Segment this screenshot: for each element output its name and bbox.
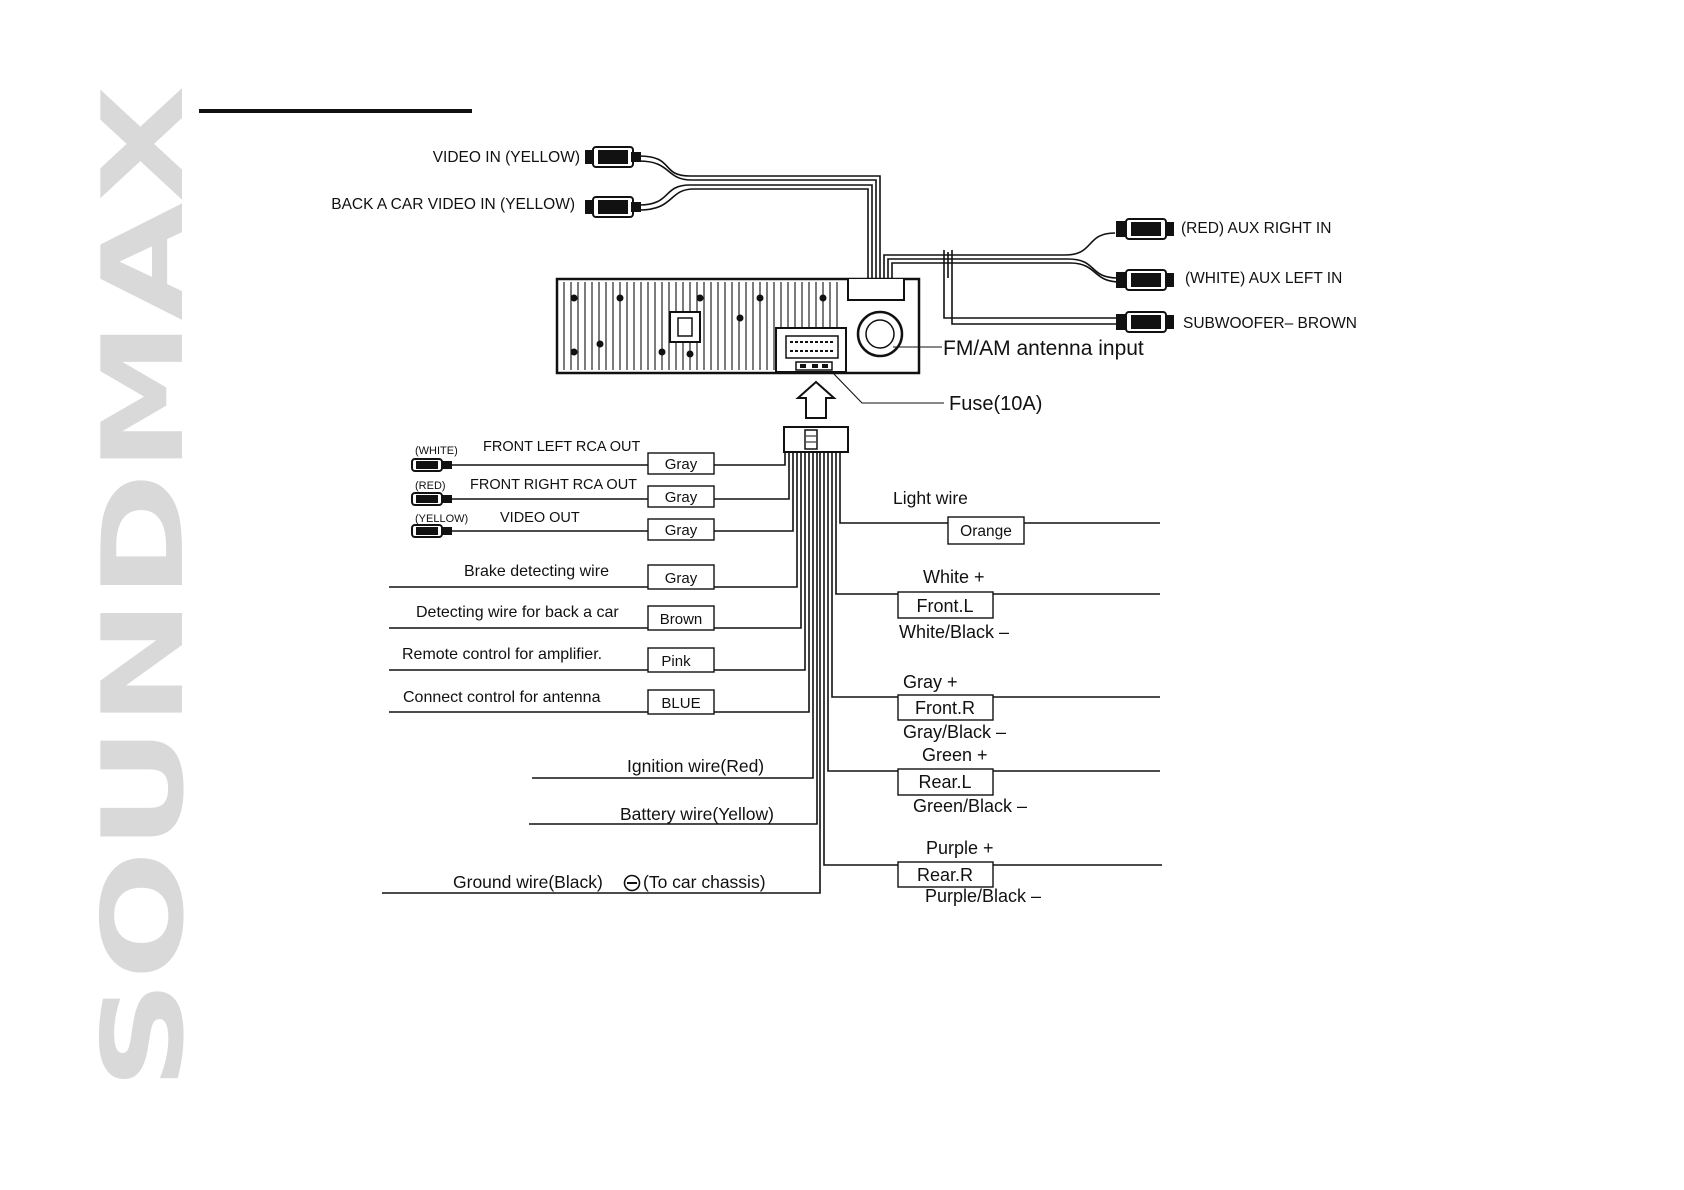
color-box-front-right (647, 485, 715, 508)
rca-plug-aux-right-in (1116, 218, 1174, 240)
rca-plug-front-left-out (411, 458, 452, 472)
speaker-front-r-plus: Gray + (903, 672, 958, 692)
speaker-front-l-plus: White + (923, 567, 985, 587)
power-wires (382, 452, 821, 894)
rca-plug-video-out (411, 524, 452, 538)
color-back-car: Brown (660, 611, 703, 628)
brand-logo-text: SOUNDMAX (94, 85, 194, 1090)
label-remote-amp-wire: Remote control for amplifier. (402, 646, 602, 663)
speaker-rear-l-plus: Green + (922, 745, 988, 765)
label-aux-right-in: (RED) AUX RIGHT IN (1181, 220, 1331, 237)
insert-arrow-icon (795, 380, 837, 419)
rca-plug-subwoofer (1116, 311, 1174, 333)
color-box-light-wire (947, 516, 1025, 545)
color-front-left: Gray (665, 456, 698, 473)
color-front-right: Gray (665, 489, 698, 506)
label-front-right-rca-out: FRONT RIGHT RCA OUT (470, 477, 637, 493)
plug-tag-yellow: (YELLOW) (415, 513, 468, 525)
rca-plug-video-in (585, 146, 641, 168)
color-light-wire: Orange (960, 523, 1012, 540)
left-signal-wires (389, 452, 810, 713)
rca-plug-front-right-out (411, 492, 452, 506)
speaker-rear-l-minus: Green/Black – (913, 796, 1027, 816)
speaker-box-front-l (897, 591, 994, 619)
label-brake-wire: Brake detecting wire (464, 563, 609, 580)
color-box-back-car (647, 605, 715, 631)
speaker-box-rear-r (897, 861, 994, 888)
left-rca-wires (411, 452, 794, 538)
label-ground-wire: Ground wire(Black) (453, 872, 603, 892)
label-aux-left-in: (WHITE) AUX LEFT IN (1185, 270, 1342, 287)
label-fuse: Fuse(10A) (949, 393, 1042, 415)
plug-tag-white: (WHITE) (415, 445, 458, 457)
harness-plug (783, 426, 849, 453)
color-box-remote-amp (647, 647, 715, 673)
color-box-antenna-control (647, 689, 715, 715)
label-back-car-video-in: BACK A CAR VIDEO IN (YELLOW) (331, 196, 575, 213)
color-remote-amp: Pink (661, 653, 691, 670)
minus-icon (623, 874, 641, 892)
speaker-rear-r: Rear.R (917, 865, 973, 885)
color-antenna-control: BLUE (661, 695, 700, 712)
brand-watermark: SOUNDMAX (94, 85, 194, 1090)
speaker-front-r: Front.R (915, 698, 975, 718)
speaker-box-front-r (897, 694, 994, 721)
fuse-leader (831, 371, 944, 404)
speaker-front-l-minus: White/Black – (899, 622, 1009, 642)
top-video-cables (585, 146, 881, 279)
speaker-front-r-minus: Gray/Black – (903, 722, 1006, 742)
speaker-box-rear-l (897, 768, 994, 796)
label-antenna-input: FM/AM antenna input (943, 337, 1144, 360)
speaker-rear-r-plus: Purple + (926, 838, 994, 858)
aux-sub-cables (883, 218, 1174, 333)
label-video-out: VIDEO OUT (500, 510, 580, 526)
ground-wire-text: Ground wire(Black) (453, 872, 603, 892)
rca-plug-back-car-video-in (585, 196, 641, 218)
color-brake: Gray (665, 570, 698, 587)
label-battery-wire: Battery wire(Yellow) (620, 804, 774, 824)
color-video-out: Gray (665, 522, 698, 539)
label-light-wire: Light wire (893, 488, 968, 508)
head-unit-rear-view (555, 277, 921, 375)
label-ignition-wire: Ignition wire(Red) (627, 756, 764, 776)
rca-plug-aux-left-in (1116, 269, 1174, 291)
color-box-brake (647, 564, 715, 590)
color-box-video-out (647, 518, 715, 541)
label-subwoofer: SUBWOOFER– BROWN (1183, 315, 1357, 332)
speaker-rear-r-minus: Purple/Black – (925, 886, 1041, 906)
label-video-in: VIDEO IN (YELLOW) (433, 149, 580, 166)
label-back-car-detect-wire: Detecting wire for back a car (416, 604, 619, 621)
right-wires (823, 452, 1162, 866)
label-antenna-control-wire: Connect control for antenna (403, 689, 601, 706)
label-ground-chassis: (To car chassis) (643, 872, 766, 892)
speaker-rear-l: Rear.L (918, 772, 971, 792)
speaker-front-l: Front.L (916, 596, 973, 616)
color-box-front-left (647, 452, 715, 475)
plug-tag-red: (RED) (415, 480, 446, 492)
label-front-left-rca-out: FRONT LEFT RCA OUT (483, 439, 641, 455)
